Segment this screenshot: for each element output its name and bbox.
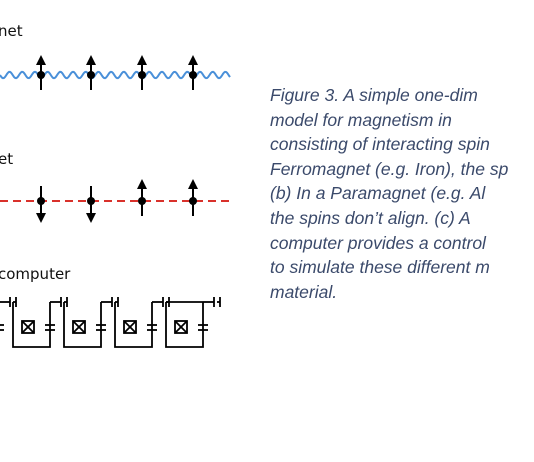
spin-up-2	[86, 55, 96, 90]
spin-down-2	[86, 186, 96, 223]
panel-b-label: et	[0, 150, 14, 168]
ferromagnet-chain	[0, 55, 231, 90]
figure-caption: Figure 3. A simple one-dim model for mag…	[270, 83, 534, 304]
spin-up-4	[188, 55, 198, 90]
caption-line-5: (b) In a Paramagnet (e.g. Al	[270, 183, 486, 204]
caption-line-4: Ferromagnet (e.g. Iron), the sp	[270, 158, 509, 179]
caption-line-2: model for magnetism in	[270, 109, 452, 130]
panel-a-label: net	[0, 22, 23, 40]
caption-line-8: to simulate these different m	[270, 257, 490, 278]
spin-up-3	[137, 55, 147, 90]
spin-down-1	[36, 186, 46, 223]
spin-up-b4	[188, 179, 198, 216]
caption-line-6: the spins don’t align. (c) A	[270, 207, 471, 228]
spin-up-b3	[137, 179, 147, 216]
caption-line-7: computer provides a control	[270, 232, 486, 253]
spin-up-1	[36, 55, 46, 90]
junction-cross	[123, 320, 137, 334]
quantum-circuit	[0, 297, 221, 348]
panel-c-label: computer	[0, 265, 71, 283]
junction-cross	[72, 320, 86, 334]
junction-cross	[21, 320, 35, 334]
paramagnet-chain	[0, 179, 232, 223]
caption-line-9: material.	[270, 281, 338, 302]
josephson-junction	[174, 320, 188, 334]
caption-line-3: consisting of interacting spin	[270, 134, 490, 155]
junction-cross	[174, 320, 188, 334]
josephson-junction	[72, 320, 86, 334]
josephson-junction	[123, 320, 137, 334]
josephson-junction	[21, 320, 35, 334]
caption-line-1: Figure 3. A simple one-dim	[270, 85, 478, 105]
